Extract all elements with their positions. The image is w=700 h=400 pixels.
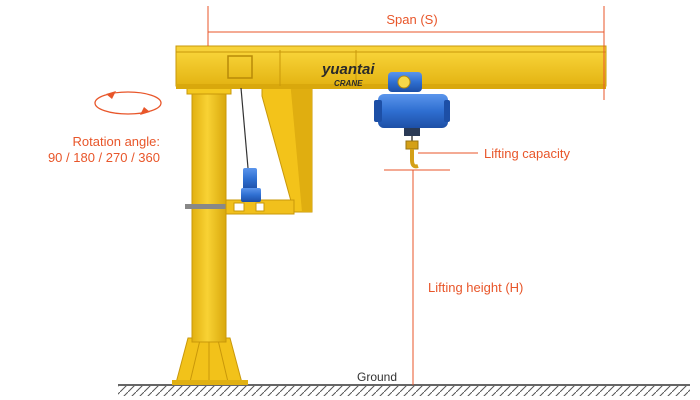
brand-name: yuantai — [321, 61, 375, 78]
ground — [118, 384, 690, 396]
rotation-label-line2: 90 / 180 / 270 / 360 — [48, 150, 160, 165]
lifting-capacity-label: Lifting capacity — [484, 146, 570, 161]
rotation-ellipse — [94, 91, 162, 115]
span-dimension: Span (S) — [207, 6, 605, 100]
power-cable — [240, 87, 249, 169]
ground-hatch — [118, 386, 690, 396]
slewing-motor — [240, 87, 261, 202]
brand-sub: CRANE — [334, 79, 363, 88]
lifting-height-dimension: Lifting height (H) — [384, 169, 523, 385]
column-base — [172, 337, 248, 385]
electric-hoist — [374, 72, 450, 136]
ground-label: Ground — [357, 370, 397, 384]
lifting-capacity-callout: Lifting capacity — [418, 146, 570, 161]
column-clamp — [185, 204, 233, 209]
jib-bracket — [225, 79, 313, 215]
rotation-arrow-icon — [140, 107, 150, 115]
brand-logo: yuantai CRANE — [321, 61, 375, 88]
lifting-height-label: Lifting height (H) — [428, 280, 523, 295]
beam-junction-box — [227, 55, 253, 79]
hoist-body — [378, 94, 448, 128]
span-label: Span (S) — [386, 12, 437, 27]
rotation-arrow-icon — [106, 91, 116, 99]
rotation-indicator: Rotation angle: 90 / 180 / 270 / 360 — [48, 91, 162, 165]
rotation-label-line1: Rotation angle: — [73, 134, 160, 149]
hook — [405, 136, 419, 169]
